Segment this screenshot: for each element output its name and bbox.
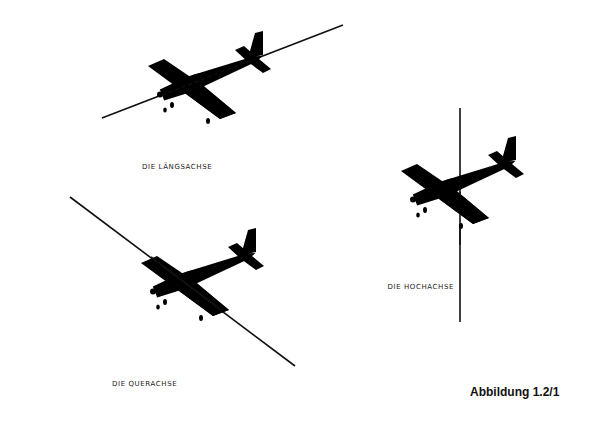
axis-line-hidden [162,59,255,95]
airplane [401,136,524,229]
axis-label: DIE LÄNGSACHSE [142,163,212,171]
figure-caption: Abbildung 1.2/1 [470,385,559,399]
axis-label-text: DIE HOCHACHSE [387,283,454,291]
caption-text: Abbildung 1.2/1 [470,385,559,399]
axis-line [459,108,461,322]
axis-line [70,197,295,366]
axis-line-front [151,257,221,310]
axis-label-text: DIE QUERACHSE [112,380,177,388]
airplane [148,31,271,124]
axis-label: DIE HOCHACHSE [387,283,454,291]
axis-label: DIE QUERACHSE [112,380,177,388]
axis-label-text: DIE LÄNGSACHSE [142,163,212,171]
axis-line-hidden [459,178,460,198]
axis-line-front [459,228,461,245]
airplane [141,228,264,321]
